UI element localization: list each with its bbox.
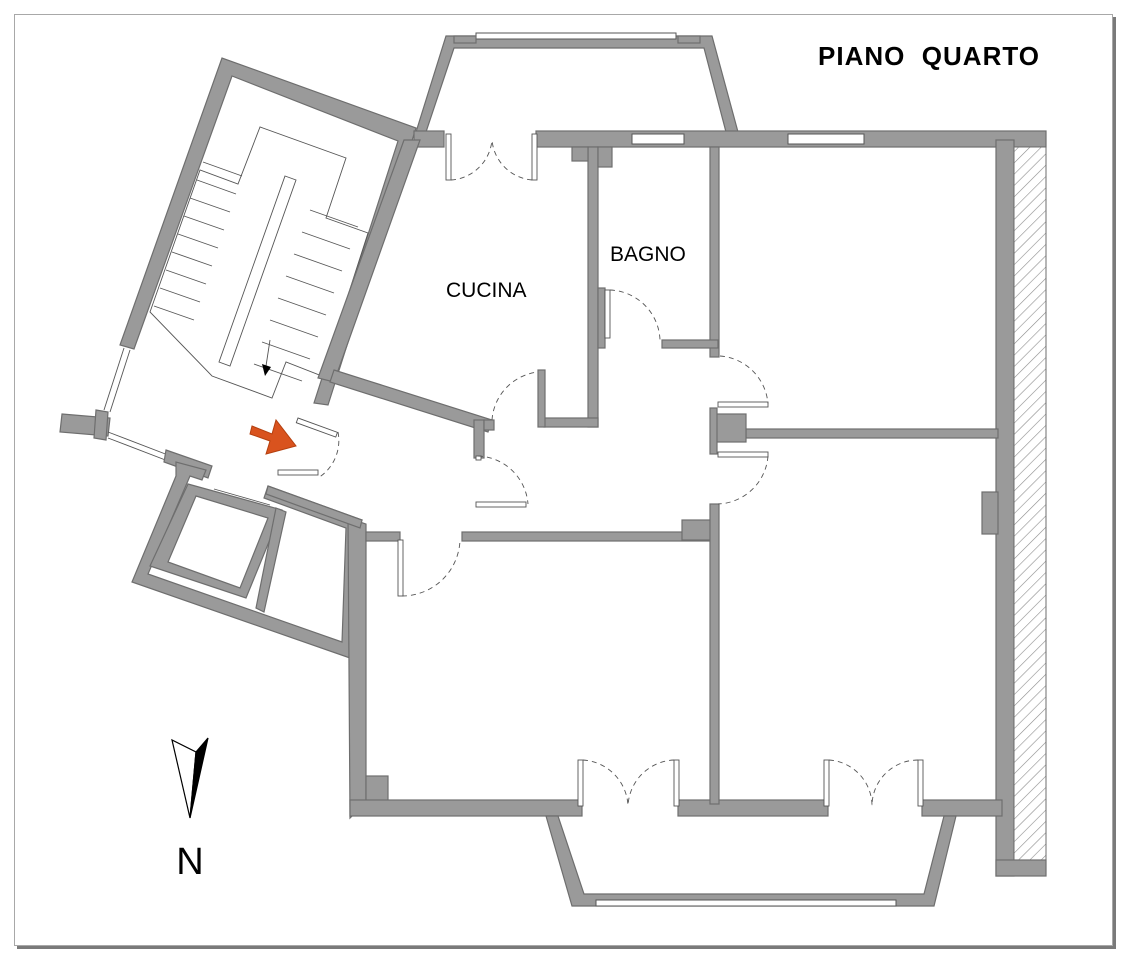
kitchen-bay-jamb-right xyxy=(677,35,701,44)
corridor-pier-cap xyxy=(483,419,495,431)
kitchen-corner-pier xyxy=(571,146,589,162)
stair-treads xyxy=(153,161,359,382)
outer-walls xyxy=(317,130,1047,877)
kitchen-balcony-door-left xyxy=(445,133,452,181)
bedroom-door-swing xyxy=(719,355,769,405)
lower-right-door-leaf xyxy=(717,451,769,458)
entrance-door-leaf-2 xyxy=(277,469,319,476)
lower-left-balcony-swing-left xyxy=(582,759,629,807)
landing-side-rail-inner xyxy=(109,349,131,413)
north-label: N xyxy=(176,841,203,883)
kitchen-bay-jamb-left xyxy=(453,35,477,44)
lower-right-balcony-swing-right xyxy=(871,759,919,807)
lower-left-balcony-door-left xyxy=(577,759,584,807)
lift-shaft xyxy=(131,461,364,659)
stair-outline xyxy=(149,126,369,399)
bedroom-south-wall xyxy=(745,428,999,439)
east-balcony-base xyxy=(995,859,1047,877)
west-wall-pier xyxy=(365,775,389,803)
floor-title: PIANO QUARTO xyxy=(818,41,1040,71)
lower-right-balcony-door-right xyxy=(917,759,924,807)
hall-pier-right xyxy=(715,413,747,443)
corridor-diagonal-wall xyxy=(329,369,493,433)
entrance-door-leaf xyxy=(295,417,339,438)
room-label-cucina: CUCINA xyxy=(446,279,527,302)
kitchen-door-swing xyxy=(491,371,539,421)
kitchen-door-stop xyxy=(475,455,482,461)
kitchen-balcony-swing-right xyxy=(491,139,533,181)
landing-rail xyxy=(107,431,169,456)
east-wall-bump xyxy=(981,491,999,535)
lower-left-door-swing xyxy=(401,539,461,597)
east-wall xyxy=(995,139,1015,877)
bagno-corner-pier xyxy=(597,146,613,168)
stair-direction-icon xyxy=(262,364,271,376)
lift-divider-wall xyxy=(255,507,287,613)
kitchen-door-jamb xyxy=(537,369,546,428)
lower-right-balcony-swing-left xyxy=(828,759,873,807)
lower-right-balcony-door-left xyxy=(823,759,830,807)
kitchen-balcony-swing-left xyxy=(450,139,493,181)
corridor-door-swing xyxy=(477,455,529,505)
lift-outer-wall xyxy=(131,461,364,659)
west-wall-lower xyxy=(347,517,367,820)
lift-door-line xyxy=(213,488,271,506)
landing-walls xyxy=(59,347,213,479)
hall-south-wall xyxy=(461,531,713,542)
bagno-door-jamb xyxy=(597,287,606,349)
entrance-arrow-icon xyxy=(249,418,297,455)
landing-rail-inner xyxy=(107,437,169,462)
kitchen-west-wall xyxy=(317,139,421,383)
interior-walls xyxy=(265,146,999,805)
lower-left-balcony-swing-right xyxy=(627,759,675,807)
landing-side-rail xyxy=(103,347,125,411)
lift-car-wall xyxy=(149,483,283,599)
kitchen-bay-window xyxy=(475,32,677,40)
lower-left-door-leaf xyxy=(397,539,404,597)
doors xyxy=(277,133,924,807)
corridor-door-leaf xyxy=(475,501,527,508)
east-balcony-hatch xyxy=(1013,146,1047,861)
living-north-wall-stub xyxy=(365,531,401,542)
north-arrow-icon xyxy=(171,737,209,819)
kitchen-bay-wall xyxy=(415,35,739,133)
hall-pier-jamb xyxy=(709,407,718,455)
entrance-door-swing xyxy=(317,431,340,479)
bagno-door-leaf xyxy=(604,289,611,339)
bedroom-door-leaf xyxy=(717,401,769,408)
bagno-window xyxy=(631,133,685,145)
hall-lift-wall xyxy=(265,485,363,529)
bottom-wall-left xyxy=(349,799,583,817)
bottom-bay-window xyxy=(595,899,897,907)
lower-right-door-swing xyxy=(717,455,769,505)
bottom-wall-right xyxy=(921,799,1003,817)
bagno-door-swing xyxy=(609,289,661,341)
kitchen-east-wall xyxy=(587,146,599,428)
bottom-wall-mid xyxy=(677,799,829,817)
top-wall-left xyxy=(413,130,445,148)
kitchen-door-return xyxy=(543,417,599,428)
lower-left-balcony-door-right xyxy=(673,759,680,807)
lower-rooms-divider xyxy=(709,503,720,805)
landing-pier xyxy=(93,409,109,441)
bagno-south-wall xyxy=(661,339,719,349)
stair-direction-line xyxy=(265,339,271,367)
room-label-bagno: BAGNO xyxy=(610,243,686,266)
bedroom-window xyxy=(787,133,865,145)
kitchen-balcony-door-right xyxy=(531,133,538,181)
bottom-bay-wall xyxy=(545,815,957,907)
stair-divider xyxy=(218,175,297,367)
bagno-east-wall xyxy=(709,146,720,358)
corridor-pier xyxy=(473,419,485,459)
